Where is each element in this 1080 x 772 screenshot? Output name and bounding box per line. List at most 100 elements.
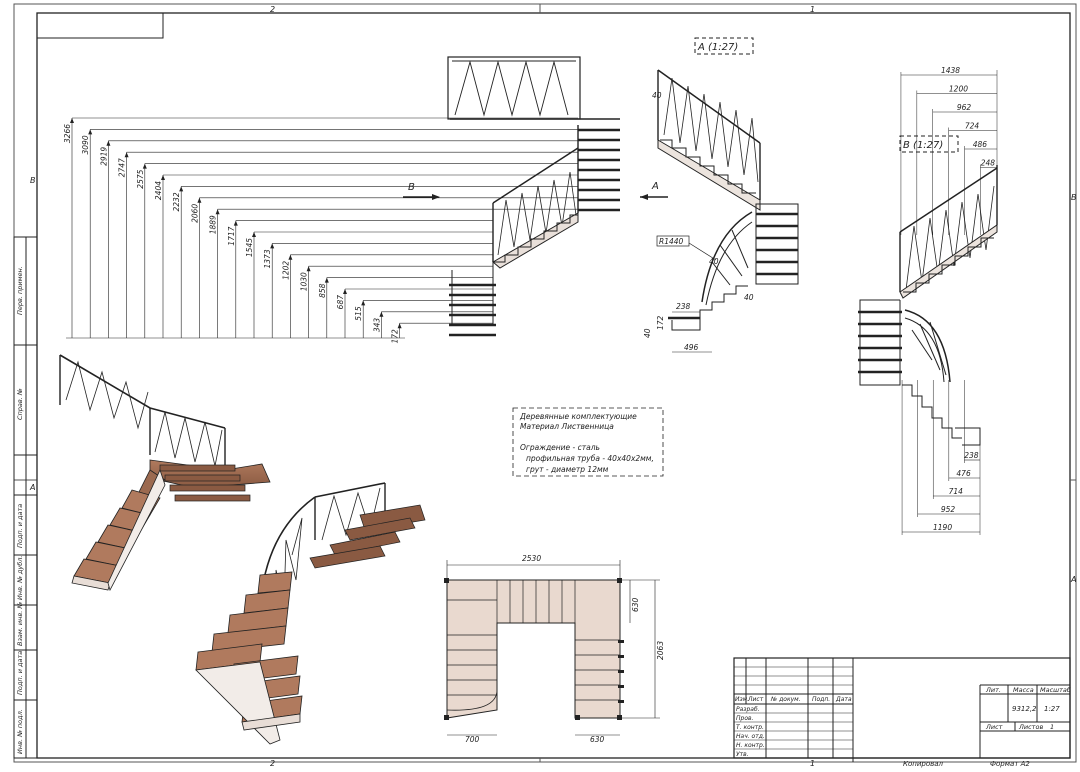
- stamp-perv-primen: Перв. примен.: [16, 266, 24, 315]
- tb-row-nachotd: Нач. отд.: [736, 733, 765, 740]
- height-dim-label: 2747: [118, 158, 127, 177]
- view-b-title: B (1:27): [903, 140, 943, 151]
- view-b-top-dim-label: 724: [965, 122, 980, 131]
- stamp-podp-data-1: Подп. и дата: [16, 504, 24, 548]
- height-dim-label: 687: [336, 295, 345, 310]
- zone-bottom-2: 2: [270, 759, 275, 768]
- view-b-landing: [858, 310, 902, 374]
- height-dim-label: 2060: [190, 204, 199, 223]
- height-dim-arrow: [306, 266, 311, 272]
- plan-width: 2530: [522, 554, 541, 563]
- isometric-view-right: [195, 482, 426, 745]
- height-dimensions: 3266309029192747257524042232206018891717…: [63, 117, 578, 344]
- tb-sheets-value: 1: [1050, 723, 1054, 731]
- tb-scale-value: 1:27: [1044, 705, 1060, 713]
- side-stamp: Перв. примен. Справ. № Подп. и дата Инв.…: [13, 236, 38, 759]
- view-a-dim-5: 40: [643, 328, 652, 338]
- height-dim-label: 1373: [263, 249, 272, 268]
- view-a-dim-6: 496: [684, 343, 699, 352]
- height-dim-arrow: [161, 175, 165, 180]
- section-arrow-a-label: A: [651, 181, 659, 192]
- landing-steps: [578, 128, 620, 212]
- note-line-5: грут - диаметр 12мм: [526, 465, 609, 474]
- height-dim-arrow: [361, 300, 366, 306]
- height-dim-arrow: [270, 243, 275, 249]
- iso1-landing: [149, 459, 271, 489]
- tb-row-tkontr: Т. контр.: [736, 724, 764, 731]
- view-b-top-dim-label: 1200: [949, 85, 968, 94]
- title-block: [733, 657, 1071, 762]
- tb-row-razrab: Разраб.: [736, 706, 760, 713]
- note-line-3: Ограждение - сталь: [520, 443, 600, 452]
- height-dim-arrow: [324, 277, 329, 283]
- height-dim-arrow: [252, 232, 256, 237]
- view-a-upper-railing: [657, 69, 761, 211]
- tb-mass-value: 9312,2: [1012, 705, 1037, 713]
- tb-list: Лист: [747, 696, 764, 703]
- height-dim-label: 172: [391, 329, 400, 344]
- inner-frame: [36, 12, 1071, 759]
- height-dim-arrow: [124, 152, 129, 158]
- tb-format: Формат A2: [990, 760, 1030, 768]
- height-dim-label: 1030: [300, 272, 309, 291]
- view-arrow-b: B: [403, 182, 440, 200]
- mid-railing: [492, 125, 579, 262]
- tb-dokum: № докум.: [770, 696, 801, 703]
- height-dim-label: 858: [318, 283, 327, 298]
- zone-top-1: 1: [810, 5, 815, 14]
- tb-scale-label: Масштаб: [1040, 686, 1071, 694]
- height-dim-arrow: [179, 186, 184, 192]
- plan-bottom-left: 700: [465, 735, 480, 744]
- view-a-landing: [755, 203, 799, 285]
- iso1-railing: [59, 354, 226, 470]
- height-dim-arrow: [397, 323, 402, 329]
- height-dim-arrow: [288, 254, 293, 260]
- view-b-bottom-dim-label: 952: [941, 505, 956, 514]
- height-dim-label: 1202: [281, 261, 290, 280]
- stamp-podp-data-2: Подп. и дата: [16, 651, 24, 695]
- stamp-sprav: Справ. №: [16, 388, 24, 420]
- height-dim-arrow: [233, 220, 238, 226]
- note-line-2: Материал Лиственница: [520, 422, 614, 431]
- view-a-title: A (1:27): [697, 42, 738, 53]
- plan-bottom-right: 630: [590, 735, 605, 744]
- front-view: 3266309029192747257524042232206018891717…: [63, 56, 620, 344]
- mid-stringer: [451, 212, 579, 326]
- tb-copied: Копировал: [903, 760, 944, 768]
- corner-box: [36, 12, 164, 39]
- view-b-top-dim-label: 248: [981, 159, 996, 168]
- tb-izm: Изм.: [735, 696, 749, 703]
- zone-left-b: B: [30, 176, 36, 185]
- plan-depth: 2063: [656, 641, 665, 660]
- zone-left-a: A: [29, 483, 35, 492]
- view-a-dim-1: 40: [709, 257, 719, 266]
- height-dim-arrow: [343, 289, 347, 294]
- title-block-text: Изм. Лист № докум. Подп. Дата Разраб. Пр…: [735, 686, 1071, 768]
- height-dim-label: 3266: [63, 124, 72, 143]
- tb-data: Дата: [835, 696, 852, 703]
- tb-sheet-label: Лист: [985, 723, 1003, 731]
- height-dim-label: 2232: [172, 192, 181, 211]
- view-a-dim-3: 238: [676, 302, 691, 311]
- tb-sheets-label: Листов: [1018, 723, 1043, 731]
- stamp-inv-podl: Инв. № подл.: [16, 709, 24, 754]
- view-a: A (1:27): [640, 37, 799, 353]
- iso2-flight: [195, 571, 303, 745]
- zone-top-2: 2: [270, 5, 275, 14]
- plan-posts: [444, 578, 624, 720]
- view-b-bottom-dim-label: 476: [956, 469, 971, 478]
- view-arrow-b-label: B: [408, 182, 415, 193]
- zone-bottom-1: 1: [810, 759, 815, 768]
- tb-row-prov: Пров.: [736, 715, 754, 722]
- tb-lit-label: Лит.: [985, 686, 1001, 694]
- view-b-top-dim-label: 486: [973, 140, 988, 149]
- height-dim-label: 2404: [154, 181, 163, 200]
- lower-steps: [449, 283, 496, 337]
- iso1-flight: [71, 468, 166, 592]
- view-a-dim-2: 40: [744, 293, 754, 302]
- view-a-curved-railing: [668, 211, 753, 331]
